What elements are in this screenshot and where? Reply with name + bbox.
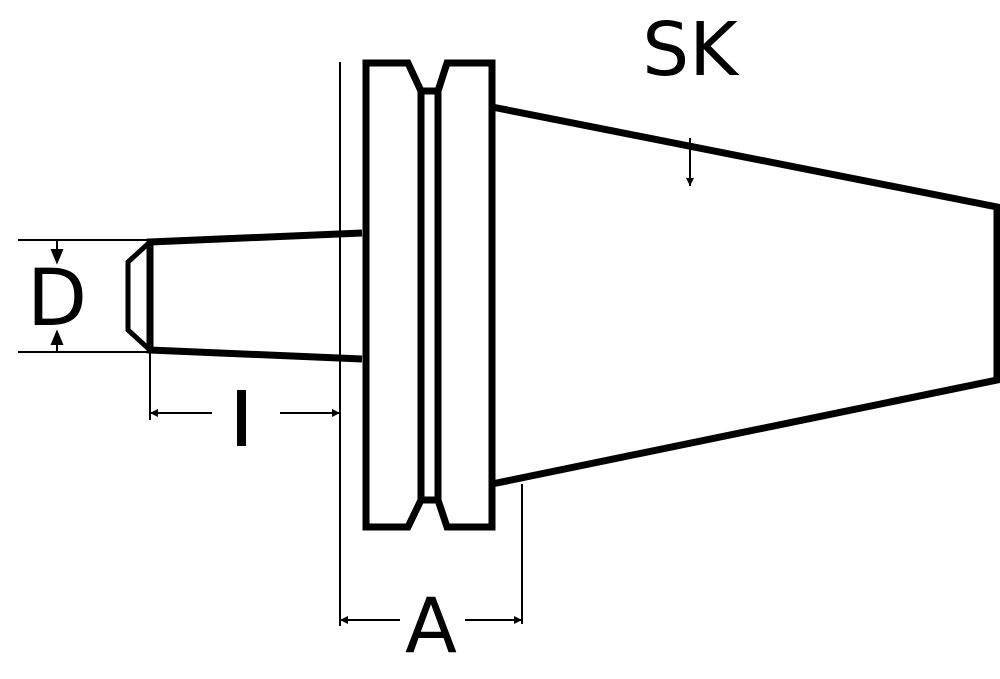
label-sk: SK	[642, 7, 740, 93]
flange-left	[362, 59, 425, 531]
flange-right	[434, 59, 496, 531]
taper-cone	[491, 103, 1000, 488]
label-d: D	[27, 254, 87, 344]
flange-center	[421, 87, 442, 504]
shank-chamfer	[125, 240, 152, 352]
label-l	[237, 390, 246, 446]
label-a: A	[405, 581, 457, 670]
d-arrowhead-top	[50, 249, 64, 265]
d-arrowhead-bottom	[50, 329, 64, 345]
shank	[146, 229, 363, 363]
